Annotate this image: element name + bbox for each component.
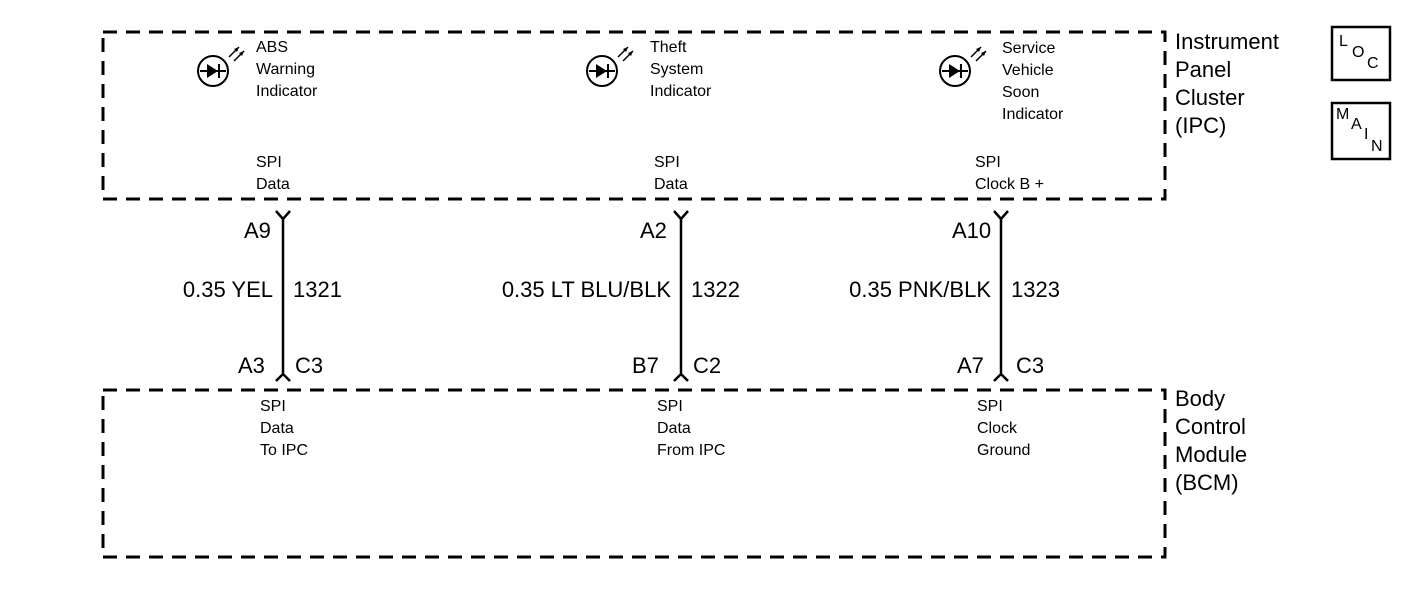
indicator-line: ABS	[256, 39, 289, 56]
wire-color: 0.35 YEL	[182, 277, 273, 302]
loc-box	[1330, 25, 1392, 82]
bottom-pin: A7	[957, 353, 984, 378]
signal-line: SPI	[977, 398, 1003, 415]
loc-letter: L	[1339, 33, 1348, 50]
indicator-line: Vehicle	[1002, 62, 1054, 79]
signal-line: Data	[260, 420, 294, 437]
ipc-module-label: Instrument Panel Cluster (IPC)	[1175, 28, 1279, 140]
led-icon	[197, 46, 245, 87]
signal-line: From IPC	[657, 442, 726, 459]
signal-line: Clock	[977, 420, 1018, 437]
top-pin: A10	[952, 218, 992, 243]
indicator-line: Indicator	[650, 83, 712, 100]
ipc-box	[101, 30, 1167, 201]
bcm-box	[101, 388, 1167, 559]
connector-id: C2	[693, 353, 722, 378]
main-letter: N	[1371, 138, 1383, 155]
circuit-number: 1321	[293, 277, 342, 302]
signal-line: Clock B +	[975, 176, 1044, 193]
signal-line: Data	[256, 176, 290, 193]
loc-letter: C	[1367, 55, 1379, 72]
signal-line: SPI	[260, 398, 286, 415]
module-label-line: Cluster	[1175, 85, 1245, 110]
bottom-pin: B7	[632, 353, 659, 378]
connector-id: C3	[1016, 353, 1045, 378]
ipc-signal-3: SPI Clock B +	[975, 152, 1044, 196]
indicator-line: Theft	[650, 39, 687, 56]
led-icon	[939, 46, 987, 87]
main-box	[1330, 101, 1392, 161]
wire-color: 0.35 PNK/BLK	[849, 277, 991, 302]
bcm-signal-2: SPI Data From IPC	[657, 396, 725, 462]
indicator-label-abs: ABS Warning Indicator	[256, 37, 317, 103]
top-pin: A2	[640, 218, 667, 243]
indicator-label-theft: Theft System Indicator	[650, 37, 711, 103]
signal-line: SPI	[256, 154, 282, 171]
main-letter: A	[1351, 116, 1362, 133]
indicator-line: System	[650, 61, 704, 78]
module-label-line: Body	[1175, 386, 1226, 411]
bottom-pin: A3	[238, 353, 265, 378]
module-label-line: Module	[1175, 442, 1248, 467]
ipc-signal-2: SPI Data	[654, 152, 688, 196]
indicator-line: Indicator	[256, 83, 318, 100]
indicator-line: Service	[1002, 40, 1056, 57]
bcm-signal-1: SPI Data To IPC	[260, 396, 308, 462]
led-icon	[586, 46, 634, 87]
circuit-number: 1323	[1011, 277, 1060, 302]
main-letter: M	[1336, 106, 1350, 123]
module-label-line: (IPC)	[1175, 113, 1227, 138]
signal-line: Data	[657, 420, 691, 437]
module-label-line: Control	[1175, 414, 1246, 439]
signal-line: Data	[654, 176, 688, 193]
module-label-line: Instrument	[1175, 29, 1279, 54]
main-letter: I	[1364, 126, 1369, 143]
ipc-signal-1: SPI Data	[256, 152, 290, 196]
wire-color: 0.35 LT BLU/BLK	[501, 277, 671, 302]
indicator-line: Warning	[256, 61, 315, 78]
signal-line: SPI	[654, 154, 680, 171]
module-label-line: (BCM)	[1175, 470, 1239, 495]
signal-line: To IPC	[260, 442, 309, 459]
top-pin: A9	[244, 218, 271, 243]
indicator-label-service: Service Vehicle Soon Indicator	[1002, 38, 1063, 126]
bcm-module-label: Body Control Module (BCM)	[1175, 385, 1247, 497]
connector-id: C3	[295, 353, 324, 378]
signal-line: SPI	[657, 398, 683, 415]
circuit-number: 1322	[691, 277, 740, 302]
indicator-line: Soon	[1002, 84, 1040, 101]
wire-1321	[275, 210, 291, 382]
wire-1322	[673, 210, 689, 382]
signal-line: Ground	[977, 442, 1031, 459]
bcm-signal-3: SPI Clock Ground	[977, 396, 1030, 462]
loc-letter: O	[1352, 44, 1365, 61]
module-label-line: Panel	[1175, 57, 1232, 82]
wire-1323	[993, 210, 1009, 382]
indicator-line: Indicator	[1002, 106, 1064, 123]
signal-line: SPI	[975, 154, 1001, 171]
